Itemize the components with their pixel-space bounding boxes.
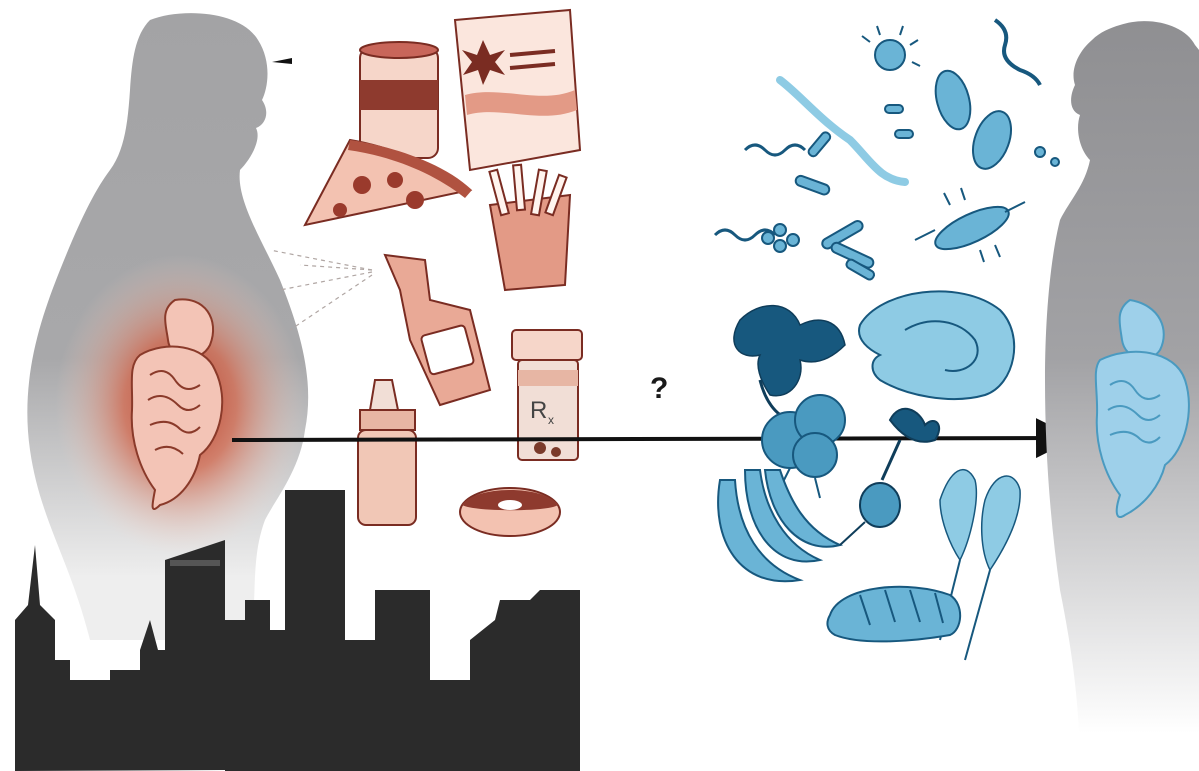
baby-bottle — [358, 380, 416, 525]
chip-bag — [455, 10, 580, 170]
pizza-slice — [305, 140, 472, 225]
beet — [840, 409, 939, 545]
microbes — [715, 20, 1059, 281]
soda-can — [360, 42, 438, 158]
french-fries — [489, 165, 570, 290]
rx-symbol: R — [530, 397, 547, 424]
bananas — [718, 470, 840, 581]
transition-arrow — [232, 438, 1068, 440]
question-mark-label: ? — [650, 372, 668, 406]
salmon-steak — [859, 291, 1014, 399]
rx-subscript: x — [548, 413, 554, 427]
bread-loaf — [827, 587, 960, 642]
donut — [460, 488, 560, 536]
mouth-mark — [272, 58, 292, 64]
